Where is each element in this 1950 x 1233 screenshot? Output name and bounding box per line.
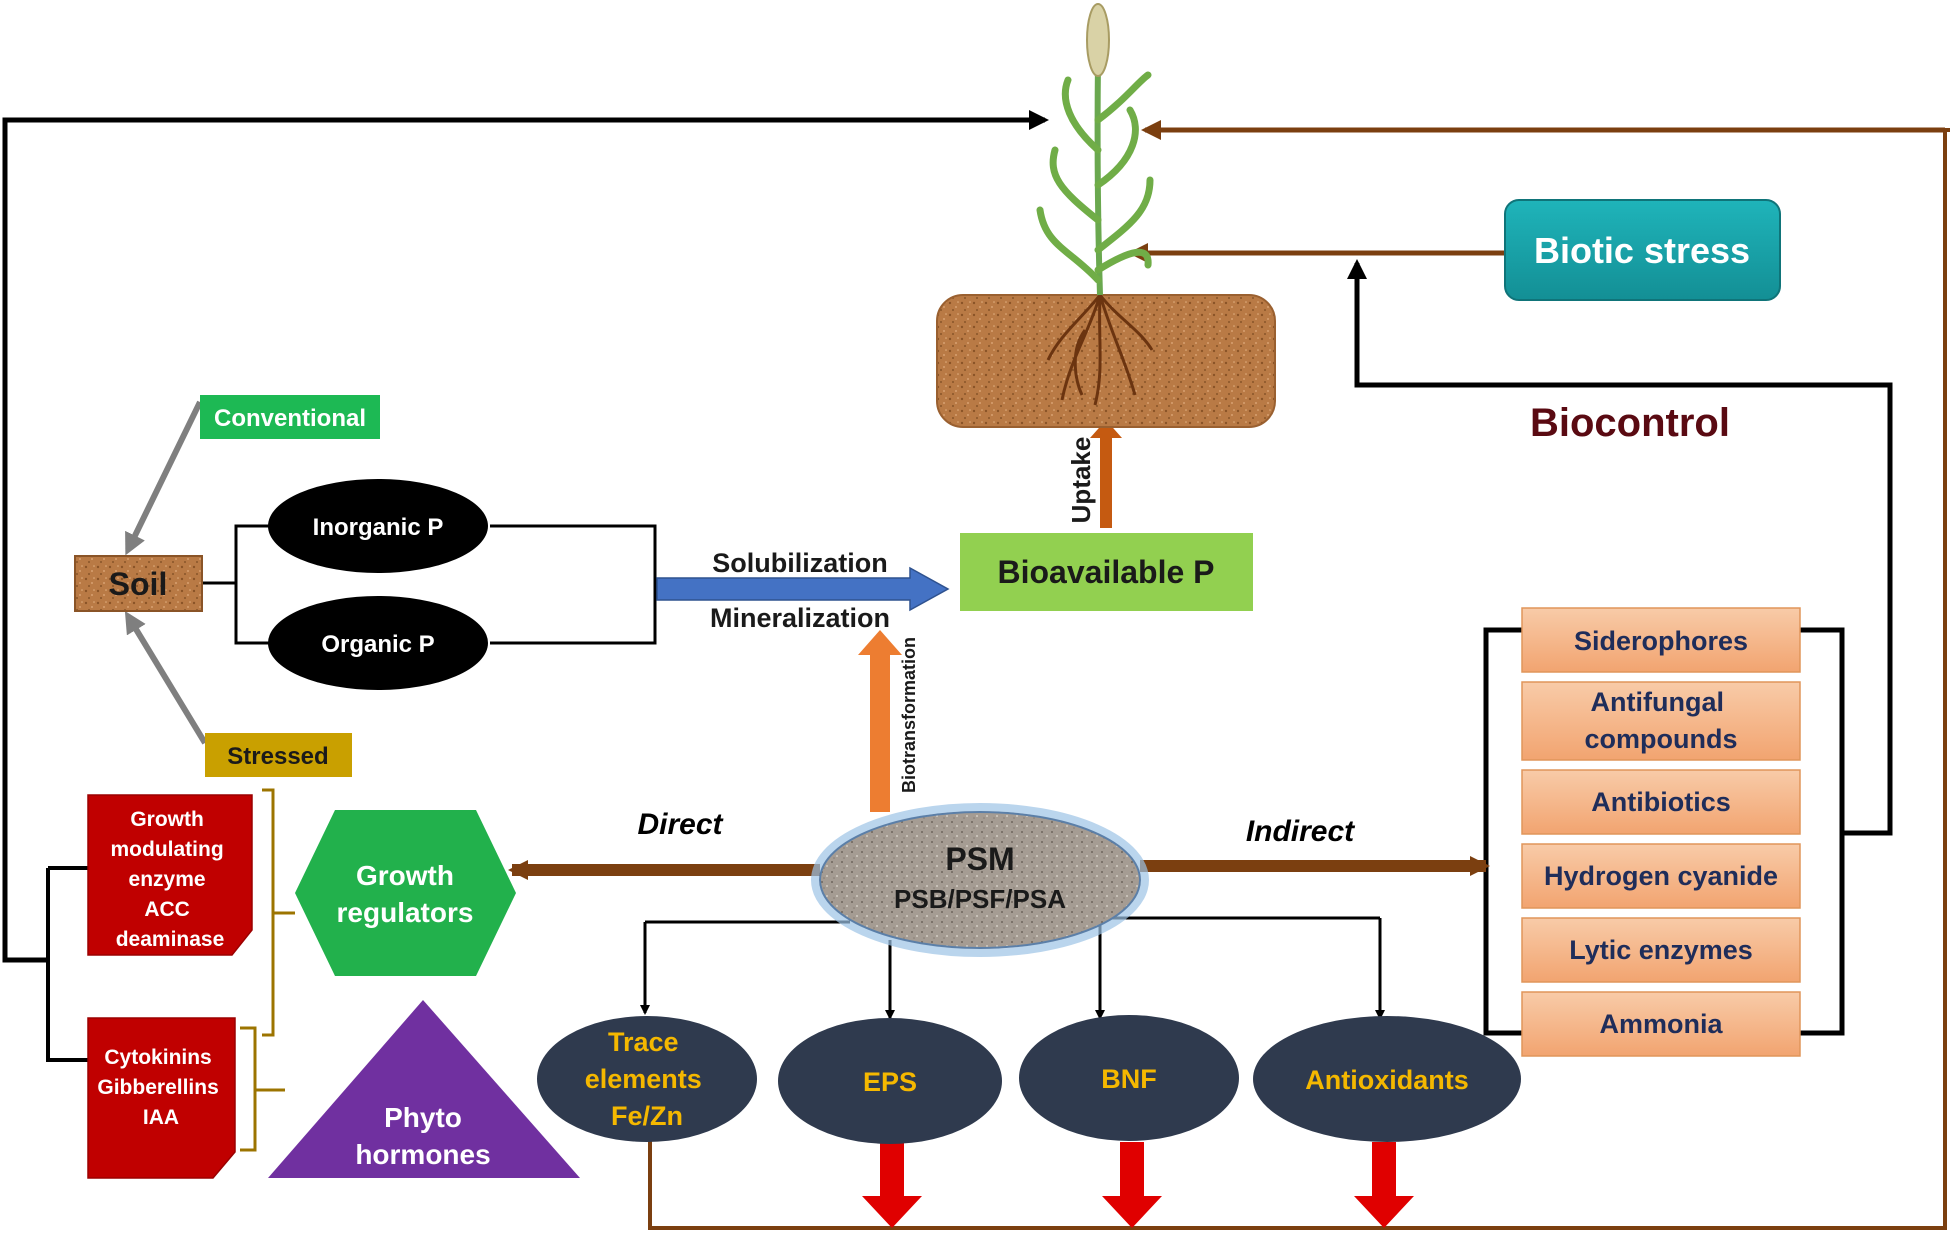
bnf-label: BNF: [1101, 1064, 1157, 1094]
plant-roots: [1046, 294, 1154, 406]
biocontrol-label: Biocontrol: [1530, 401, 1730, 445]
stressed-box: [205, 733, 352, 777]
biocontrol-path: [1347, 259, 1893, 836]
antioxidants-red-arrow: [1354, 1142, 1414, 1228]
phyto-hormones-label: Phyto hormones: [355, 1102, 490, 1170]
organic-p-label: Organic P: [321, 631, 434, 658]
growth-modulating-label: Growth modulating enzyme ACC deaminase: [111, 808, 230, 951]
p-bracket-left: [234, 524, 270, 645]
direct-label: Direct: [637, 808, 724, 841]
plant-feedback-arrow: [2, 110, 1049, 963]
uptake-label: Uptake: [1066, 437, 1096, 524]
gm-line3: enzyme: [129, 868, 206, 891]
biotransformation-label: Biotransformation: [899, 637, 919, 793]
hormones-list-label: Cytokinins Gibberellins IAA: [97, 1046, 224, 1129]
eps-label: EPS: [863, 1067, 917, 1097]
phyto-hormones-line2: hormones: [355, 1139, 490, 1170]
ammonia-box: [1521, 991, 1801, 1057]
plant-leaves: [1036, 71, 1154, 284]
soil-label: Soil: [109, 566, 168, 602]
inorganic-p-oval: [268, 479, 488, 573]
biotic-stress-label: Biotic stress: [1534, 230, 1750, 271]
growth-regulators-label: Growth regulators: [337, 860, 474, 928]
antifungal-line2: compounds: [1585, 724, 1738, 754]
psm-subtitle: PSB/PSF/PSA: [894, 884, 1066, 914]
inorganic-p-label: Inorganic P: [313, 514, 444, 541]
growth-modulating-box: [87, 794, 253, 956]
antioxidants-label: Antioxidants: [1305, 1065, 1469, 1095]
hydrogen-cyanide-label: Hydrogen cyanide: [1544, 861, 1778, 891]
hl-line2: Gibberellins: [97, 1076, 218, 1099]
siderophores-label: Siderophores: [1574, 626, 1748, 656]
phyto-hormones-triangle: [268, 1000, 580, 1178]
psm-oval: [819, 811, 1141, 949]
gold-bracket-2: [240, 1026, 257, 1152]
solubilization-arrow: [656, 566, 950, 612]
indirect-items: Siderophores Antifungal compounds Antibi…: [1521, 607, 1801, 1057]
bioavailable-p-box: [960, 533, 1253, 611]
psm-oval-glow: [811, 803, 1149, 957]
indirect-bracket-left: [1483, 627, 1522, 1036]
soil-block: [936, 294, 1276, 428]
gm-line2: modulating: [111, 838, 224, 861]
biotic-stress-box: [1504, 199, 1781, 301]
gm-line4: ACC: [144, 898, 190, 921]
hormones-list-box: [87, 1017, 236, 1179]
plant-stem: [1094, 59, 1103, 296]
stressed-label: Stressed: [227, 743, 328, 770]
growth-regulators-line1: Growth: [356, 860, 454, 891]
hl-line1: Cytokinins: [104, 1046, 211, 1069]
eps-red-arrow: [862, 1142, 922, 1228]
gold-bracket-1: [262, 788, 275, 1037]
bnf-red-arrow: [1102, 1142, 1162, 1228]
antifungal-line1: Antifungal: [1591, 687, 1724, 717]
gm-line1: Growth: [130, 808, 204, 831]
conventional-arrow: [125, 400, 203, 556]
solubilization-label: Solubilization: [712, 548, 888, 578]
indirect-bracket-right: [1800, 627, 1845, 1036]
growth-regulators-hexagon: [295, 810, 516, 976]
stressed-arrow: [124, 610, 208, 745]
antibiotics-box: [1521, 769, 1801, 835]
soil-box: [74, 555, 203, 612]
te-line2: elements: [585, 1064, 702, 1094]
ammonia-label: Ammonia: [1599, 1009, 1723, 1039]
lytic-enzymes-label: Lytic enzymes: [1569, 935, 1753, 965]
gm-line5: deaminase: [116, 928, 225, 951]
lytic-enzymes-box: [1521, 917, 1801, 983]
phyto-hormones-line1: Phyto: [384, 1102, 462, 1133]
brown-top-loop: [648, 128, 1950, 1230]
conventional-label: Conventional: [214, 405, 366, 432]
left-feedback-line: [46, 868, 88, 1062]
hydrogen-cyanide-box: [1521, 843, 1801, 909]
te-line1: Trace: [608, 1027, 679, 1057]
bioavailable-p-label: Bioavailable P: [998, 554, 1215, 590]
organic-p-oval: [268, 596, 488, 690]
uptake-arrow: [1090, 420, 1122, 528]
eps-oval: [778, 1018, 1002, 1144]
antioxidants-oval: [1253, 1016, 1521, 1142]
trace-elements-oval: [537, 1016, 757, 1142]
psm-title: PSM: [945, 841, 1014, 877]
mineralization-label: Mineralization: [710, 603, 890, 633]
biotransformation-arrow: [858, 630, 902, 812]
plant-panicle: [1086, 3, 1110, 77]
siderophores-box: [1521, 607, 1801, 673]
antibiotics-label: Antibiotics: [1591, 787, 1731, 817]
plant-illustration: [936, 3, 1276, 428]
hl-line3: IAA: [143, 1106, 179, 1129]
antifungal-box: [1521, 681, 1801, 761]
indirect-label: Indirect: [1246, 815, 1356, 848]
growth-regulators-line2: regulators: [337, 897, 474, 928]
te-line3: Fe/Zn: [611, 1101, 683, 1131]
antifungal-label: Antifungal compounds: [1585, 687, 1738, 754]
trace-elements-label: Trace elements Fe/Zn: [585, 1027, 710, 1131]
p-bracket-right: [490, 524, 657, 645]
conventional-box: [200, 395, 380, 439]
bnf-oval: [1019, 1015, 1239, 1141]
